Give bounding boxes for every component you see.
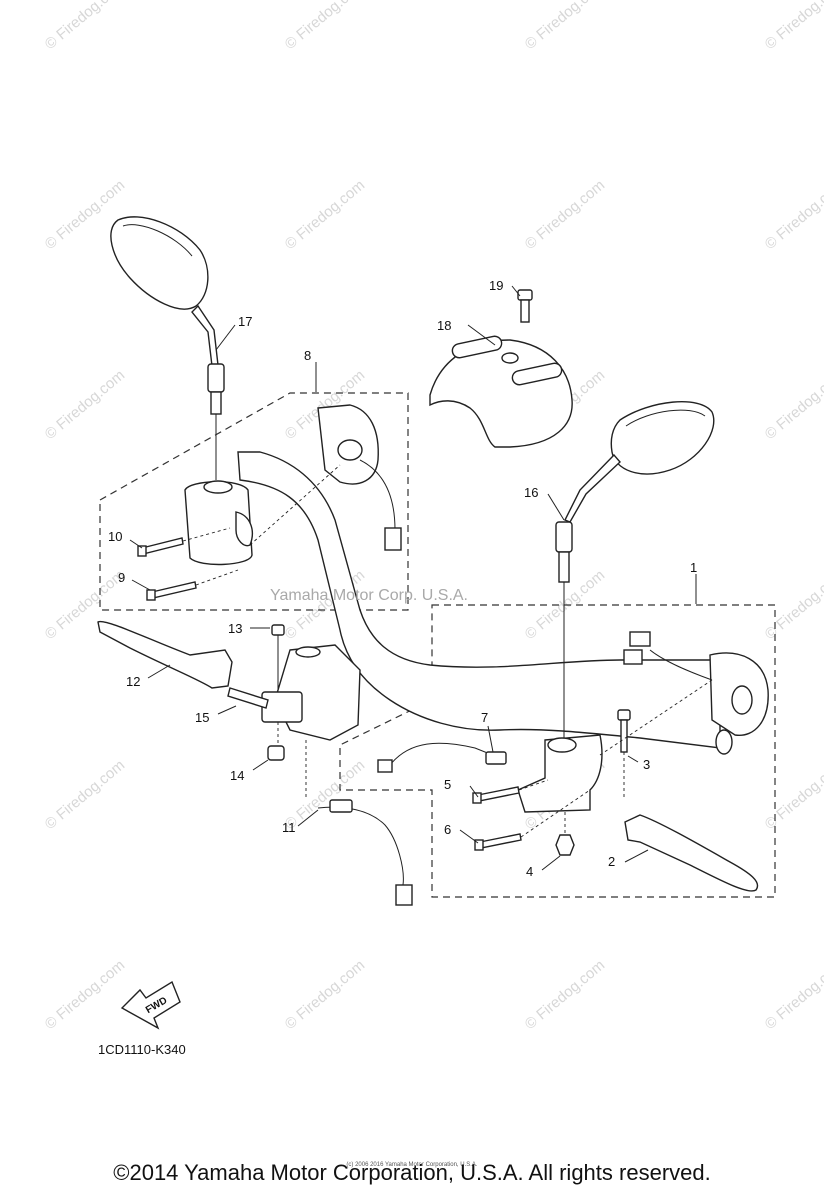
callout-11: 11 [282,820,296,835]
handlebar [237,451,721,749]
left-mirror [110,216,225,480]
assembly-1-box [339,604,776,898]
callout-labels: 17 8 18 19 16 1 10 9 12 13 15 14 11 7 3 … [108,278,697,879]
clutch-switch [485,751,507,765]
callout-10: 10 [108,529,122,544]
watermark: © Firedog.com [762,957,824,1033]
watermark-layer: © Firedog.com © Firedog.com © Firedog.co… [42,0,824,1033]
right-brake-lever [624,814,759,892]
switch-connector [377,759,393,773]
callout-13: 13 [228,621,242,636]
watermark: © Firedog.com [42,757,128,833]
watermark: © Firedog.com [42,0,128,53]
clutch-switch-cable [389,742,506,766]
center-watermark: Yamaha Motor Corp. U.S.A. [270,587,468,604]
brake-switch-cable [317,806,404,886]
watermark: © Firedog.com [762,177,824,253]
callout-7: 7 [481,710,488,725]
watermark: © Firedog.com [282,957,368,1033]
callout-1: 1 [690,560,697,575]
watermark: © Firedog.com [762,0,824,53]
watermark: © Firedog.com [282,0,368,53]
left-brake-lever [97,620,233,689]
watermark: © Firedog.com [522,957,608,1033]
leader-lines [129,285,713,871]
watermark: © Firedog.com [522,177,608,253]
watermark: © Firedog.com [282,177,368,253]
right-switch-assembly [517,631,769,856]
callout-8: 8 [304,348,311,363]
callout-9: 9 [118,570,125,585]
callout-2: 2 [608,854,615,869]
assembly-8-box [99,392,409,611]
callout-17: 17 [238,314,252,329]
master-cylinder [227,624,361,761]
diagram-code: 1CD1110-K340 [98,1042,186,1057]
brake-switch [329,799,353,813]
footer-small-copyright: (c) 2006 2016 Yamaha Motor Corporation, … [346,1162,478,1168]
left-switch-assembly [184,404,402,566]
callout-18: 18 [437,318,451,333]
bolts [137,537,522,851]
handlebar-end [715,729,733,755]
callout-15: 15 [195,710,209,725]
watermark: © Firedog.com [522,0,608,53]
callout-6: 6 [444,822,451,837]
callout-4: 4 [526,864,533,879]
callout-3: 3 [643,757,650,772]
handlebar-cover [429,289,573,448]
watermark: © Firedog.com [42,367,128,443]
fwd-arrow: FWD [120,980,181,1030]
watermark: © Firedog.com [762,757,824,833]
callout-19: 19 [489,278,503,293]
footer-copyright: ©2014 Yamaha Motor Corporation, U.S.A. A… [113,1160,711,1185]
callout-14: 14 [230,768,244,783]
watermark: © Firedog.com [762,367,824,443]
callout-12: 12 [126,674,140,689]
right-mirror [555,401,715,740]
callout-5: 5 [444,777,451,792]
watermark: © Firedog.com [42,957,128,1033]
callout-16: 16 [524,485,538,500]
switch-connector [395,884,413,906]
